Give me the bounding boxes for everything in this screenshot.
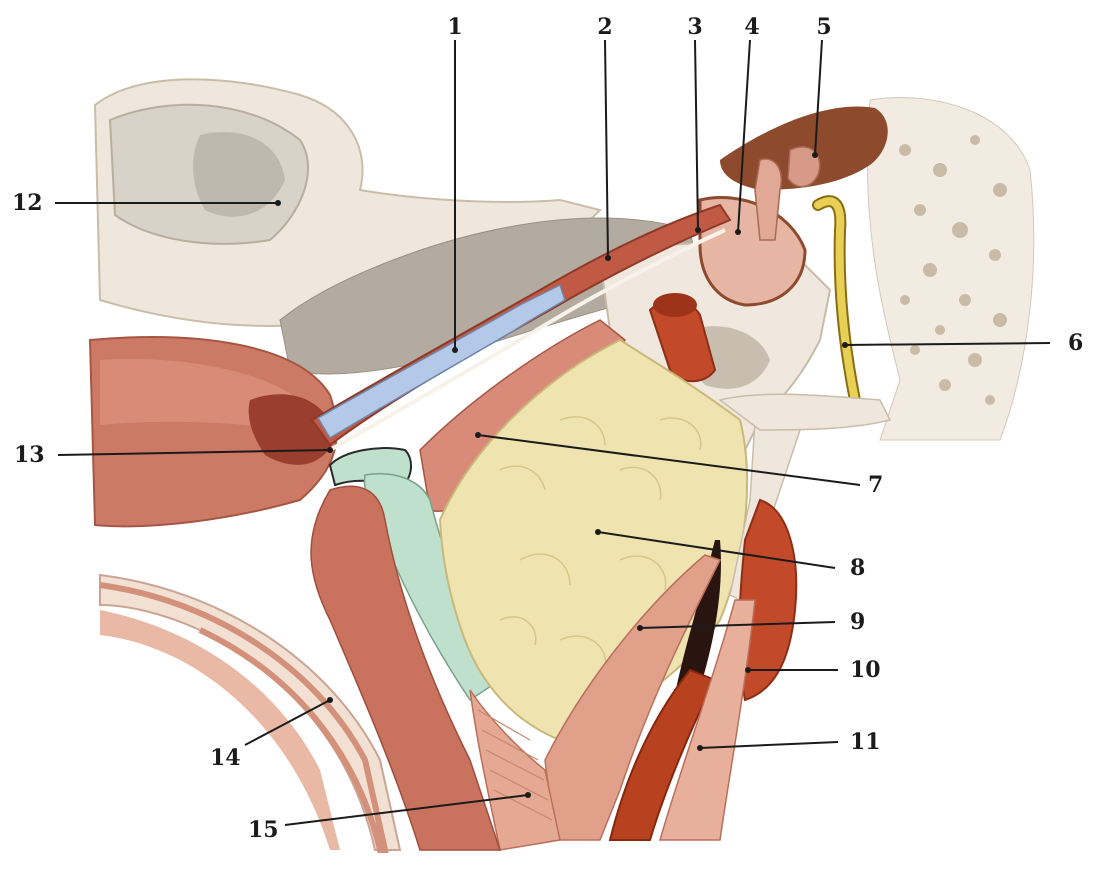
label-6: 6 bbox=[1068, 330, 1083, 356]
label-4: 4 bbox=[744, 14, 759, 40]
leader-6-tip bbox=[842, 342, 848, 348]
leader-10-tip bbox=[745, 667, 751, 673]
leader-13-tip bbox=[327, 447, 333, 453]
label-8: 8 bbox=[850, 555, 865, 581]
petrous-bone bbox=[867, 98, 1033, 440]
mucosa-inner-curve bbox=[100, 610, 340, 850]
leader-8-tip bbox=[595, 529, 601, 535]
label-3: 3 bbox=[687, 14, 702, 40]
label-7: 7 bbox=[868, 472, 883, 498]
leader-15-tip bbox=[525, 792, 531, 798]
label-2: 2 bbox=[597, 14, 612, 40]
anatomy-illustration bbox=[90, 79, 1034, 850]
label-5: 5 bbox=[816, 14, 831, 40]
leader-3 bbox=[695, 40, 698, 230]
label-12: 12 bbox=[12, 190, 43, 216]
leader-12-tip bbox=[275, 200, 281, 206]
label-13: 13 bbox=[14, 442, 45, 468]
leader-11-tip bbox=[697, 745, 703, 751]
leader-2-tip bbox=[605, 255, 611, 261]
leader-7-tip bbox=[475, 432, 481, 438]
label-1: 1 bbox=[447, 14, 462, 40]
leader-9-tip bbox=[637, 625, 643, 631]
leader-5-tip bbox=[812, 152, 818, 158]
label-14: 14 bbox=[210, 745, 241, 771]
leader-14-tip bbox=[327, 697, 333, 703]
leader-1-tip bbox=[452, 347, 458, 353]
leader-3-tip bbox=[695, 227, 701, 233]
label-11: 11 bbox=[850, 729, 881, 755]
label-9: 9 bbox=[850, 609, 865, 635]
label-15: 15 bbox=[248, 817, 279, 843]
label-10: 10 bbox=[850, 657, 881, 683]
leader-4-tip bbox=[735, 229, 741, 235]
